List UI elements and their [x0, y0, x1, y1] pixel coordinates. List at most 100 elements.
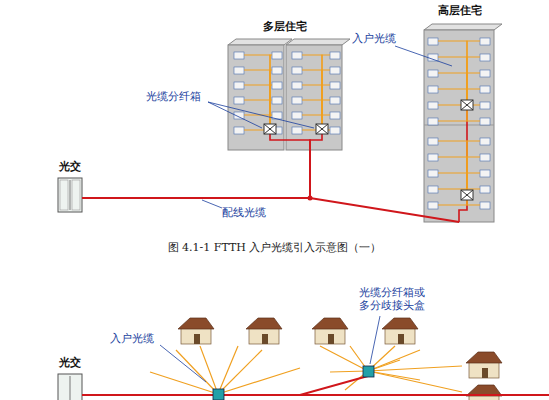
- multistory-building: [272, 97, 282, 104]
- highrise-building: [428, 118, 438, 125]
- drop-cable: [438, 157, 467, 190]
- house: [469, 362, 499, 378]
- multistory-building: [330, 97, 340, 104]
- multistory-building: [292, 97, 302, 104]
- node-title: 光交: [46, 160, 94, 174]
- highrise-building: [480, 102, 490, 109]
- callout-label: 入户光缆: [352, 32, 396, 45]
- multistory-building: [228, 39, 350, 150]
- house: [178, 318, 214, 329]
- drop-cable: [368, 350, 420, 371]
- multistory-building: [228, 45, 284, 150]
- leader-line: [395, 46, 452, 66]
- multistory-building: [292, 52, 302, 59]
- house: [382, 318, 418, 329]
- drop-cable: [302, 85, 322, 124]
- drop-cable: [467, 89, 480, 100]
- cabinet: [58, 374, 82, 400]
- callout-label: 配线光缆: [222, 206, 266, 219]
- splitter-box: [461, 190, 473, 200]
- drop-cable: [322, 85, 330, 124]
- figure-caption: 图 4.1-1 FTTH 入户光缆引入示意图（一）: [0, 240, 549, 255]
- node-title: 光交: [46, 356, 94, 370]
- feeder-cable: [224, 376, 368, 395]
- joint-box: [363, 366, 374, 377]
- highrise-building: [428, 38, 438, 45]
- drop-cable: [330, 371, 368, 372]
- drop-cable: [218, 346, 238, 394]
- multistory-building: [330, 127, 340, 134]
- house: [382, 318, 418, 344]
- feeder-cable: [82, 394, 549, 396]
- multistory-building: [330, 52, 340, 59]
- highrise-building: [480, 138, 490, 145]
- highrise-building: [480, 118, 490, 125]
- house: [262, 334, 268, 344]
- building-node: 多层住宅: [222, 20, 348, 150]
- multistory-building: [292, 82, 302, 89]
- highrise-building: [428, 54, 438, 61]
- cabinet: [72, 180, 80, 210]
- house: [328, 334, 334, 344]
- house: [466, 352, 502, 378]
- cabinet: [58, 374, 82, 400]
- highrise-building: [480, 170, 490, 177]
- distribution-cable: [82, 150, 310, 198]
- drop-cable: [302, 70, 322, 124]
- cabinet-node: 光交: [46, 356, 94, 400]
- house: [246, 318, 282, 344]
- drop-cable: [467, 57, 480, 100]
- splitter-box: [264, 124, 276, 134]
- multistory-building: [330, 112, 340, 119]
- highrise-building: [480, 54, 490, 61]
- leader-line: [208, 102, 314, 128]
- multistory-building: [234, 82, 244, 89]
- drop-cable: [467, 73, 480, 100]
- multistory-building: [272, 67, 282, 74]
- multistory-building: [330, 82, 340, 89]
- splitter-box: [316, 124, 328, 134]
- split-point: [308, 196, 313, 201]
- drop-cable: [302, 55, 322, 124]
- drop-cable: [270, 100, 272, 124]
- cabinet: [70, 180, 71, 210]
- drop-cable: [438, 141, 467, 190]
- drop-cable: [438, 73, 467, 100]
- drop-cable: [467, 141, 480, 190]
- drop-cable: [302, 115, 322, 124]
- multistory-building: [234, 52, 244, 59]
- highrise-building: [428, 186, 438, 193]
- multistory-building: [286, 39, 350, 45]
- drop-cable: [438, 41, 467, 100]
- house: [312, 318, 348, 329]
- multistory-building: [292, 67, 302, 74]
- feeder-cable: [82, 376, 549, 395]
- multistory-building: [272, 52, 282, 59]
- splitter-box: [461, 100, 473, 110]
- riser-cable: [310, 134, 322, 150]
- splitter-box: [461, 190, 473, 200]
- drop-cable: [368, 371, 462, 392]
- drop-cable: [322, 70, 330, 124]
- riser-cable: [270, 134, 310, 150]
- joint-box: [213, 366, 374, 400]
- node-title: 多层住宅: [222, 20, 348, 34]
- leader-line: [208, 102, 262, 128]
- drop-cable: [467, 41, 480, 100]
- house: [482, 368, 488, 378]
- drop-cable: [244, 85, 270, 124]
- house: [466, 352, 502, 363]
- highrise-building: [428, 138, 438, 145]
- multistory-building: [330, 67, 340, 74]
- riser-cable: [270, 110, 467, 222]
- drop-cable: [322, 100, 330, 124]
- multistory-building: [234, 67, 244, 74]
- drop-cable: [270, 85, 272, 124]
- multistory-building: [234, 127, 244, 134]
- distribution-cable: [82, 198, 459, 222]
- splitter-box: [461, 100, 473, 110]
- drop-cable: [218, 368, 300, 394]
- riser-cable: [459, 200, 467, 222]
- drop-cable: [438, 57, 467, 100]
